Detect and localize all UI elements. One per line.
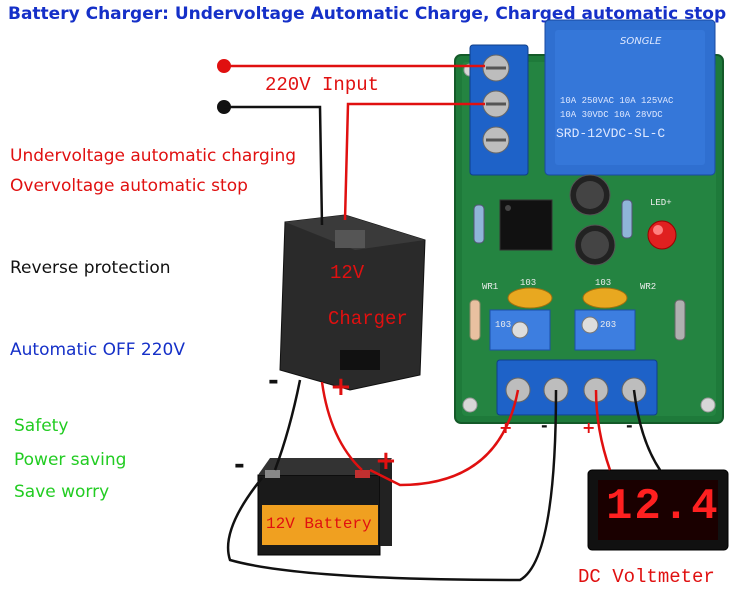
meter-minus-label: -: [626, 416, 633, 435]
wr1-label: WR1: [482, 282, 499, 292]
voltmeter-reading: 12.4: [606, 482, 720, 532]
auto-off-label: Automatic OFF 220V: [10, 340, 186, 360]
pot1-label: 103: [495, 320, 512, 330]
battery-body: [257, 458, 392, 556]
voltmeter-label: DC Voltmeter: [578, 566, 715, 588]
pot2-label: 203: [600, 320, 617, 330]
charger-body: [279, 214, 426, 391]
charger-voltage-label: 12V: [330, 262, 365, 284]
reverse-label: Reverse protection: [10, 258, 171, 278]
undervoltage-label: Undervoltage automatic charging: [10, 146, 297, 166]
battery-label: 12V Battery: [266, 515, 372, 533]
relay: [544, 19, 716, 176]
pcb-components: [469, 174, 686, 351]
relay-model: SRD-12VDC-SL-C: [556, 126, 666, 141]
safety-label: Safety: [14, 416, 69, 436]
wires: [217, 59, 662, 582]
overvoltage-label: Overvoltage automatic stop: [10, 176, 248, 196]
charger-minus-label: -: [268, 366, 279, 396]
relay-rating-2: 10A 30VDC 10A 28VDC: [560, 110, 663, 120]
meter-plus-label: +: [582, 418, 596, 437]
input-terminal-block: [469, 44, 529, 176]
page-title: Battery Charger: Undervoltage Automatic …: [8, 4, 727, 24]
charger-plus-label: +: [330, 372, 352, 402]
output-terminal-block: [496, 359, 658, 416]
voltmeter-body: [587, 469, 729, 551]
cap1-label: 103: [520, 278, 537, 288]
relay-brand: SONGLE: [620, 36, 662, 47]
power-saving-label: Power saving: [14, 450, 127, 470]
led-label: LED+: [650, 198, 672, 208]
save-worry-label: Save worry: [14, 482, 110, 502]
board-plus-label: +: [499, 418, 513, 437]
cap2-label: 103: [595, 278, 612, 288]
input-label: 220V Input: [265, 74, 380, 96]
relay-rating-1: 10A 250VAC 10A 125VAC: [560, 96, 674, 106]
charger-name-label: Charger: [328, 308, 408, 330]
battery-plus-label: +: [375, 446, 397, 476]
battery-minus-label: -: [234, 450, 245, 480]
wr2-label: WR2: [640, 282, 657, 292]
board-minus-label: -: [541, 416, 548, 435]
